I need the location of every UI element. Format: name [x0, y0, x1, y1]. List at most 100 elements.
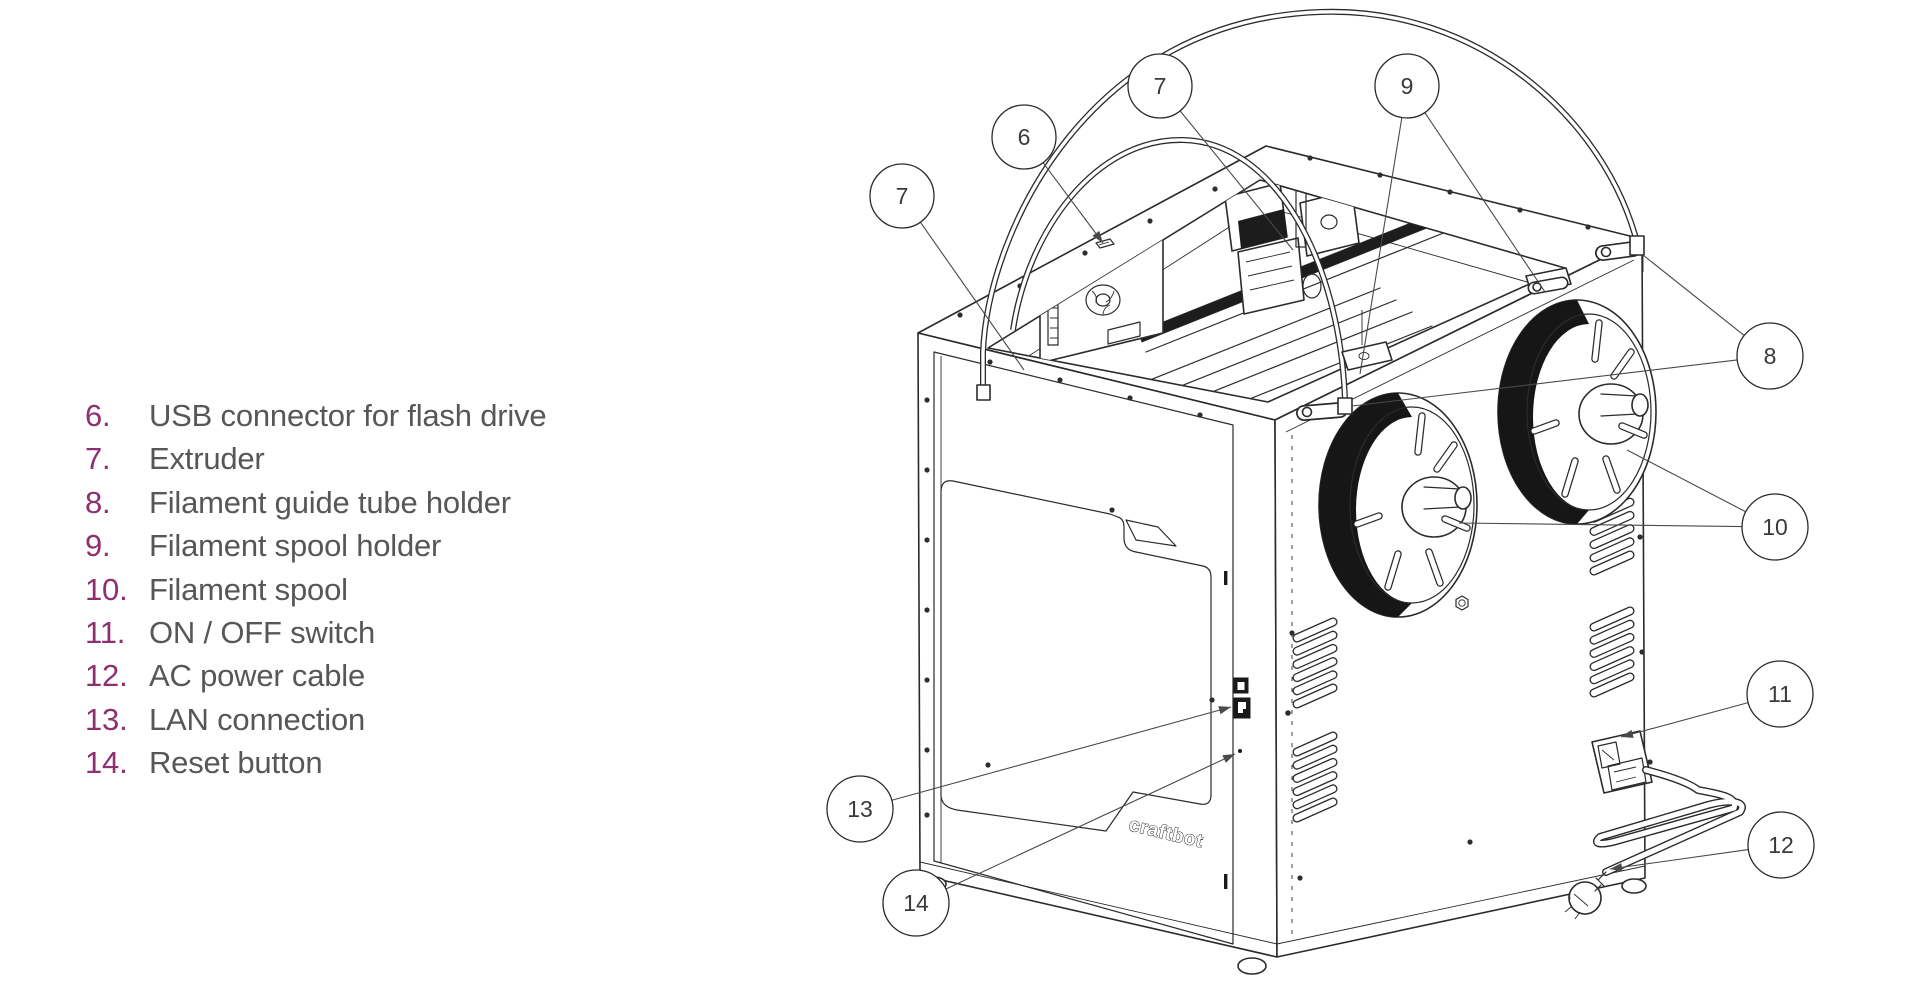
legend-item-number: 8. [85, 484, 111, 520]
legend-item-label: Filament spool [149, 571, 348, 607]
leader-line-10 [1458, 522, 1743, 528]
door-window [940, 480, 1212, 832]
leader-arrowhead [1092, 230, 1103, 243]
leader-line-12 [1609, 849, 1749, 870]
legend-item-number: 11. [85, 615, 126, 651]
legend-item-number: 7. [85, 441, 111, 477]
callout-number-6: 6 [1018, 124, 1031, 150]
legend-item-label: USB connector for flash drive [149, 398, 547, 433]
vent-group [1292, 731, 1338, 823]
callout-number-9: 9 [1401, 73, 1414, 99]
filament-spool-back [1497, 299, 1657, 525]
leader-line-8 [1642, 254, 1745, 336]
callout-bubble-10 [1741, 493, 1809, 561]
leader-arrowhead [1610, 863, 1623, 872]
foot [1621, 878, 1647, 894]
legend-item-label: Filament guide tube holder [149, 484, 511, 520]
leader-line-10 [1626, 449, 1746, 513]
reset-hole [1238, 749, 1242, 753]
callout-number-7: 7 [896, 183, 909, 209]
leader-line-9 [1359, 117, 1403, 375]
tube-elbow-fitting [1337, 397, 1353, 415]
power-inlet-switch [1591, 730, 1653, 794]
fan [1085, 284, 1121, 316]
filament-spool-front [1318, 392, 1478, 618]
legend-item-label: Reset button [149, 745, 323, 781]
leader-line-6 [1042, 162, 1104, 244]
callout-bubble-13 [826, 775, 894, 843]
spool-holder-brackets [1296, 235, 1645, 421]
spool-axle [1600, 393, 1649, 417]
parts-legend: 6. USB connector for flash drive 7. Extrud… [85, 394, 547, 785]
leader-arrowhead [1218, 706, 1231, 715]
callout-number-7: 7 [1154, 73, 1167, 99]
legend-item-number: 12. [85, 658, 128, 694]
legend-item-number: 14. [85, 745, 128, 781]
leader-line-7 [919, 221, 1025, 371]
callout-number-10: 10 [1762, 514, 1788, 540]
callout-bubble-6 [991, 104, 1057, 170]
legend-item: 6. USB connector for flash drive [85, 394, 547, 437]
legend-item-number: 13. [85, 701, 128, 737]
callout-number-12: 12 [1768, 832, 1794, 858]
extruder-motors [1224, 182, 1360, 315]
printer-drawing: craftbot [917, 8, 1746, 975]
callout-bubble-9 [1374, 53, 1440, 119]
callout-bubble-14 [882, 869, 950, 937]
legend-item: 8. Filament guide tube holder [85, 481, 546, 524]
callout-number-11: 11 [1768, 681, 1792, 707]
callout-number-14: 14 [903, 890, 929, 916]
leader-arrowhead [1621, 729, 1634, 738]
spool-slots [1530, 319, 1648, 498]
leader-line-9 [1424, 112, 1546, 293]
filament-guide-tube-inner [1010, 136, 1348, 401]
legend-item-label: Extruder [149, 441, 265, 477]
door-screws [924, 397, 1215, 818]
callout-bubble-7 [869, 163, 935, 229]
vent-group [1292, 617, 1338, 709]
legend-item-number: 9. [85, 528, 111, 564]
spool-axle [1423, 486, 1472, 510]
tube-corner-fitting [1629, 235, 1645, 256]
usb-flash-connector [1095, 238, 1115, 249]
callout-bubble-11 [1746, 660, 1814, 728]
legend-item: 11. ON / OFF switch [85, 611, 546, 654]
spool-slots [1353, 412, 1471, 591]
legend-item-number: 6. [85, 398, 111, 433]
door-handle [1125, 519, 1177, 547]
callout-bubble-7 [1127, 53, 1193, 119]
power-plug [1564, 871, 1607, 920]
legend-item: 12. AC power cable [85, 654, 546, 697]
legend-item: 14. Reset button [85, 741, 546, 784]
legend-item-number: 10. [85, 571, 128, 607]
hex-nut [1455, 595, 1469, 611]
legend-item-label: Filament spool holder [149, 528, 442, 564]
legend-item-label: LAN connection [149, 701, 366, 737]
power-cable [1592, 766, 1746, 876]
foot [1237, 957, 1267, 975]
door-latch-mark [1224, 874, 1228, 889]
door-latch-mark [1224, 571, 1228, 585]
leader-line-8 [1351, 359, 1738, 407]
filament-guide-tube-outer [976, 8, 1641, 401]
leader-line-11 [1620, 702, 1749, 738]
callout-layer: 7 6 7 9 8 10 11 12 13 14 [826, 53, 1815, 937]
lan-port [1233, 697, 1251, 719]
legend-item: 13. LAN connection [85, 698, 546, 741]
legend-item: 10. Filament spool [85, 568, 546, 611]
usb-port [1233, 677, 1249, 694]
leader-line-7 [1179, 110, 1294, 251]
callout-number-8: 8 [1764, 343, 1777, 369]
legend-item-label: AC power cable [149, 658, 366, 694]
legend-item-label: ON / OFF switch [149, 615, 376, 651]
legend-item: 7. Extruder [85, 437, 546, 480]
callout-bubble-12 [1747, 811, 1815, 879]
leader-line-13 [891, 706, 1232, 801]
leader-arrowhead [1222, 754, 1235, 763]
callout-bubble-8 [1736, 322, 1804, 390]
printer-front-face [917, 332, 1278, 958]
vent-group [1589, 606, 1635, 698]
callout-number-13: 13 [847, 796, 873, 822]
